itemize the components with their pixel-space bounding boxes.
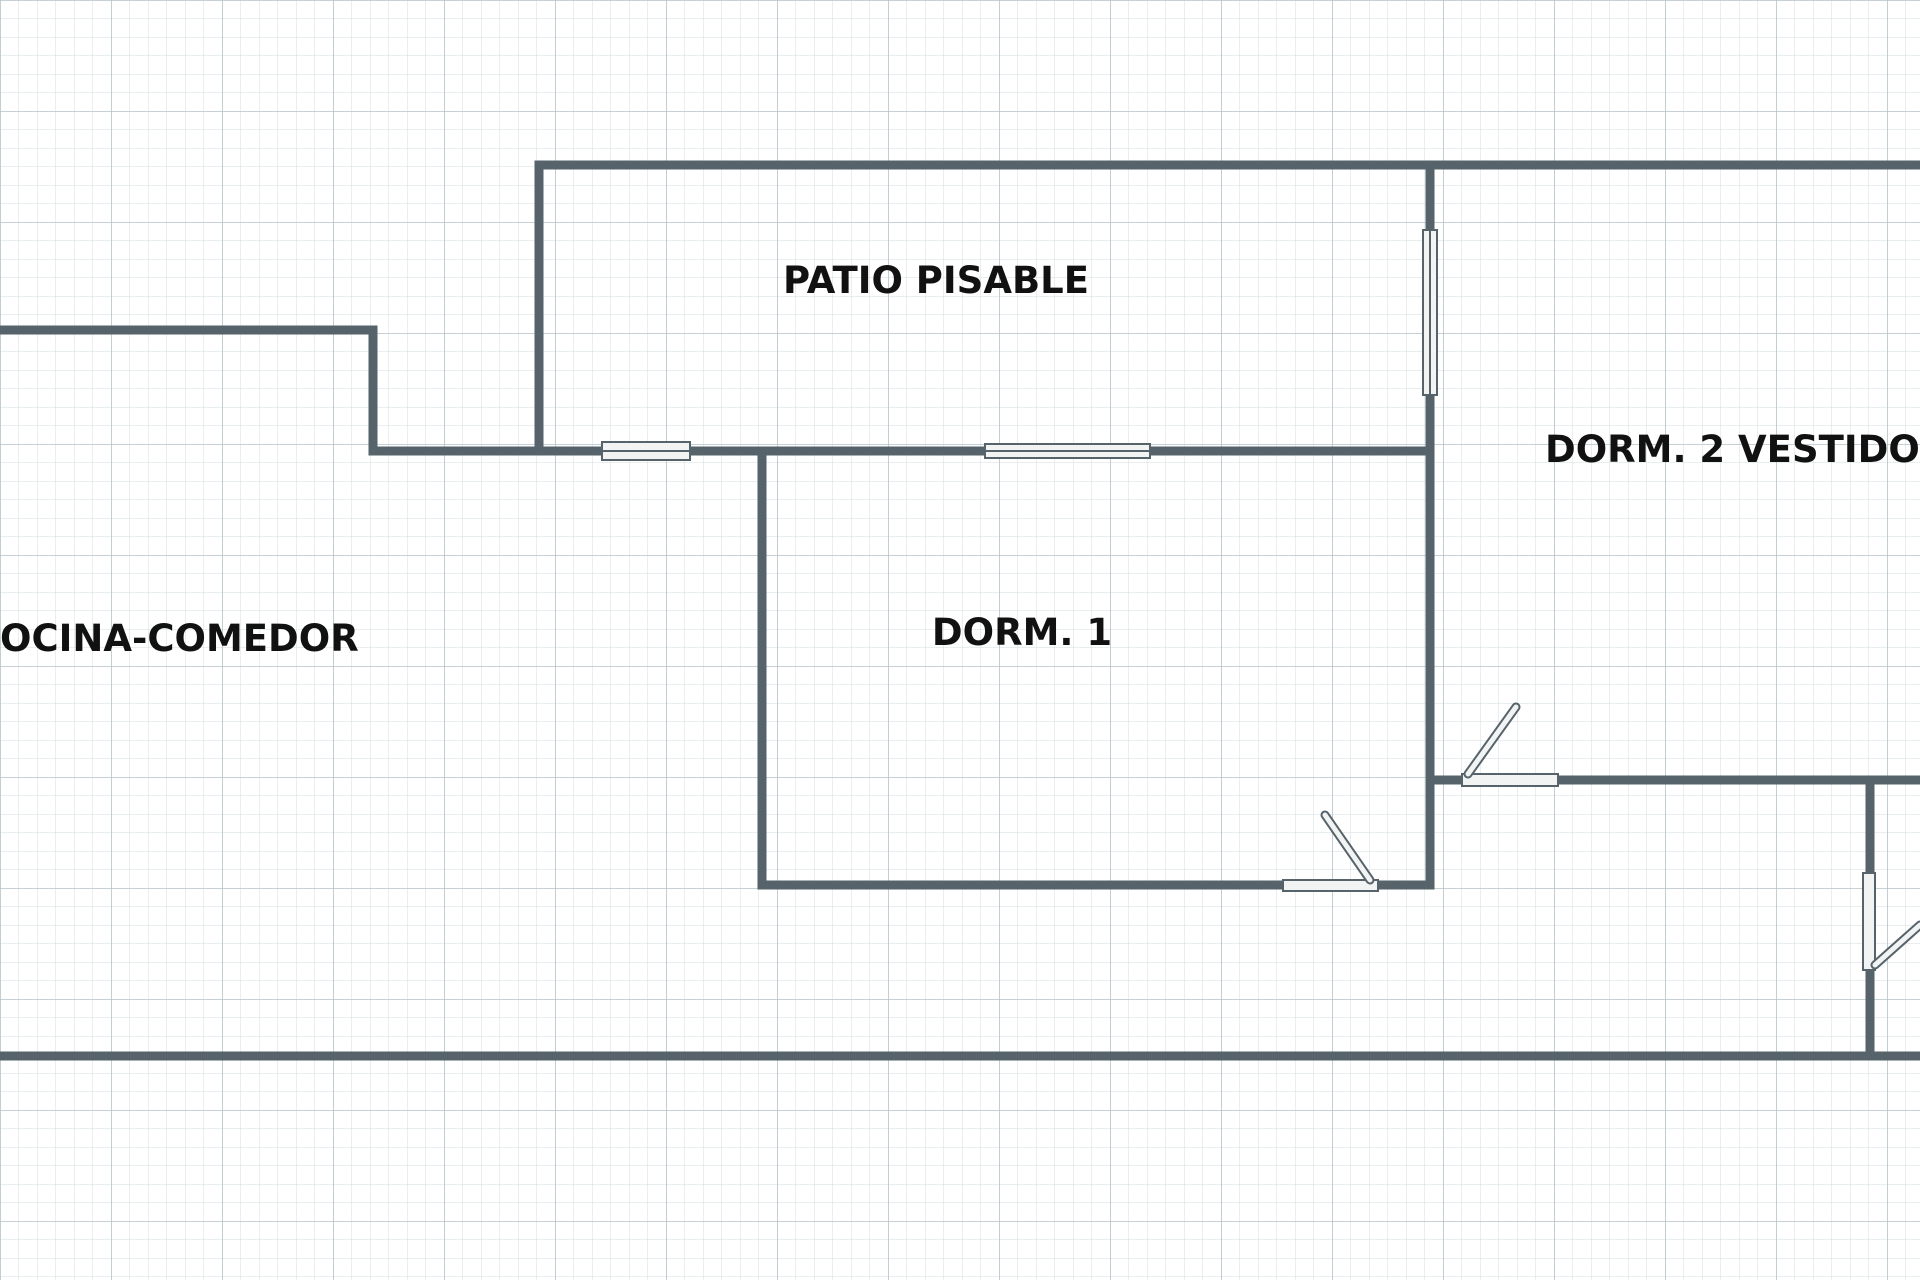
room-labels: PATIO PISABLE DORM. 1 DORM. 2 VESTIDOR O… (0, 259, 1920, 660)
window-dorm2-patio (1422, 229, 1438, 396)
wall-patio (534, 160, 1920, 456)
window-dorm1-patio (984, 443, 1151, 459)
window-kitchen-patio (601, 441, 691, 461)
doors (1282, 702, 1920, 971)
windows (601, 229, 1438, 461)
wall-kitchen-top (0, 325, 765, 456)
door-dorm2 (1461, 702, 1559, 787)
wall-dorm1-left-bottom (757, 446, 1435, 890)
label-dorm2: DORM. 2 VESTIDOR (1545, 428, 1920, 471)
door-dorm1 (1282, 810, 1379, 892)
label-patio: PATIO PISABLE (783, 259, 1089, 302)
walls (0, 160, 1920, 1061)
label-dorm1: DORM. 1 (932, 611, 1112, 654)
door-right-small (1862, 872, 1920, 971)
label-cocina: OCINA-COMEDOR (0, 617, 359, 660)
